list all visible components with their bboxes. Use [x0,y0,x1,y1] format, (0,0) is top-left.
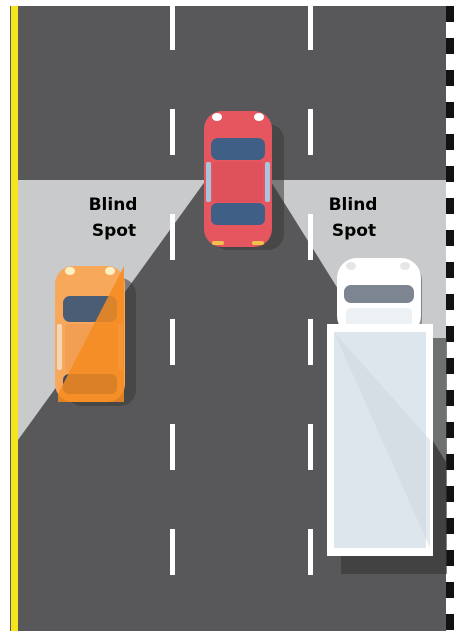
curb-segment [446,550,454,566]
curb-segment [446,342,454,358]
lane-dash [308,529,313,575]
curb-segment [446,54,454,70]
curb-segment [446,134,454,150]
curb-segment [446,454,454,470]
curb-segment [446,118,454,134]
lane-dash [308,4,313,50]
curb-segment [446,182,454,198]
lane-dash [170,109,175,155]
curb-segment [446,278,454,294]
curb-segment [446,102,454,118]
curb-segment [446,534,454,550]
curb-segment [446,518,454,534]
curb-segment [446,614,454,630]
lane-dash [308,319,313,365]
curb-segment [446,326,454,342]
curb-segment [446,358,454,374]
lane-dash [170,319,175,365]
lane-dash [308,109,313,155]
curb-segment [446,470,454,486]
left-edge-line [11,6,18,631]
lane-dash [170,424,175,470]
lane-dash [308,214,313,260]
red-car [204,111,284,250]
curb-segment [446,246,454,262]
curb-segment [446,86,454,102]
curb-segment [446,150,454,166]
curb-segment [446,6,454,22]
curb-segment [446,390,454,406]
curb-segment [446,310,454,326]
curb-segment [446,166,454,182]
curb-segment [446,598,454,614]
curb-segment [446,422,454,438]
lane-dash [170,4,175,50]
curb-segment [446,262,454,278]
lane-dash [170,529,175,575]
curb-segment [446,70,454,86]
curb-segment [446,198,454,214]
curb-segment [446,38,454,54]
lane-dash [170,214,175,260]
curb-segment [446,214,454,230]
curb-segment [446,406,454,422]
curb-segment [446,502,454,518]
curb-segment [446,486,454,502]
curb-segment [446,566,454,582]
curb-segment [446,22,454,38]
orange-car [55,266,136,406]
curb-segment [446,230,454,246]
curb-segment [446,374,454,390]
curb-segment [446,294,454,310]
lane-dash [308,424,313,470]
curb-segment [446,582,454,598]
curb-segment [446,438,454,454]
right-curb [446,6,454,631]
